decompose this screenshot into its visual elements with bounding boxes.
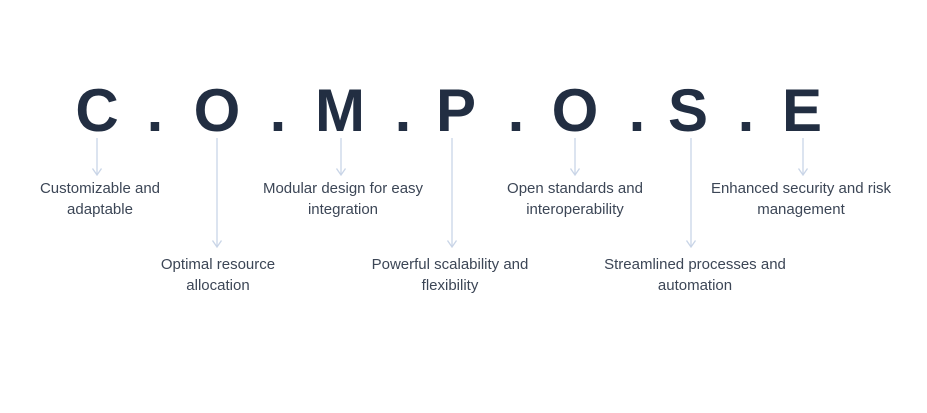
arrow-down-icon (335, 138, 347, 176)
description-line: Enhanced security and risk (710, 180, 892, 197)
description-line: Streamlined processes and (604, 256, 786, 273)
description-line: Open standards and (507, 180, 643, 197)
description-line: flexibility (421, 277, 479, 294)
description-line: integration (307, 201, 379, 218)
acronym-separator: . (737, 77, 755, 144)
description-line: automation (657, 277, 733, 294)
acronym-separator: . (628, 77, 646, 144)
description-p: Powerful scalability and flexibility (330, 254, 570, 296)
arrow-down-icon (91, 138, 103, 176)
connector-arrow-o2 (569, 138, 581, 176)
description-c: Customizable and adaptable (0, 178, 220, 220)
description-o2: Open standards and interoperability (455, 178, 695, 220)
acronym-letter-m: M (315, 77, 365, 144)
acronym-separator: . (269, 77, 287, 144)
acronym-separator: . (507, 77, 525, 144)
connector-arrow-c (91, 138, 103, 176)
arrow-down-icon (569, 138, 581, 176)
acronym-letter-e: E (781, 77, 823, 144)
description-line: Customizable and (39, 180, 161, 197)
acronym-letter-c: C (75, 77, 119, 144)
acronym-separator: . (146, 77, 164, 144)
arrow-down-icon (211, 138, 223, 248)
acronym-letter-o2: O (551, 77, 599, 144)
acronym-letter-o1: O (193, 77, 241, 144)
description-line: Powerful scalability and (371, 256, 529, 273)
connector-arrow-m (335, 138, 347, 176)
description-e: Enhanced security and risk management (681, 178, 921, 220)
arrow-down-icon (685, 138, 697, 248)
description-line: management (757, 201, 845, 218)
connector-arrow-o1 (211, 138, 223, 248)
description-m: Modular design for easy integration (223, 178, 463, 220)
acronym-letter-s: S (667, 77, 709, 144)
arrow-down-icon (797, 138, 809, 176)
connector-arrow-p (446, 138, 458, 248)
description-line: interoperability (526, 201, 624, 218)
description-line: adaptable (67, 201, 133, 218)
description-line: Optimal resource (160, 256, 276, 273)
acronym-separator: . (394, 77, 412, 144)
arrow-down-icon (446, 138, 458, 248)
description-o1: Optimal resource allocation (98, 254, 338, 296)
description-line: allocation (186, 277, 250, 294)
connector-arrow-s (685, 138, 697, 248)
connector-arrow-e (797, 138, 809, 176)
acronym-letter-p: P (435, 77, 477, 144)
description-s: Streamlined processes and automation (575, 254, 815, 296)
description-line: Modular design for easy (262, 180, 424, 197)
